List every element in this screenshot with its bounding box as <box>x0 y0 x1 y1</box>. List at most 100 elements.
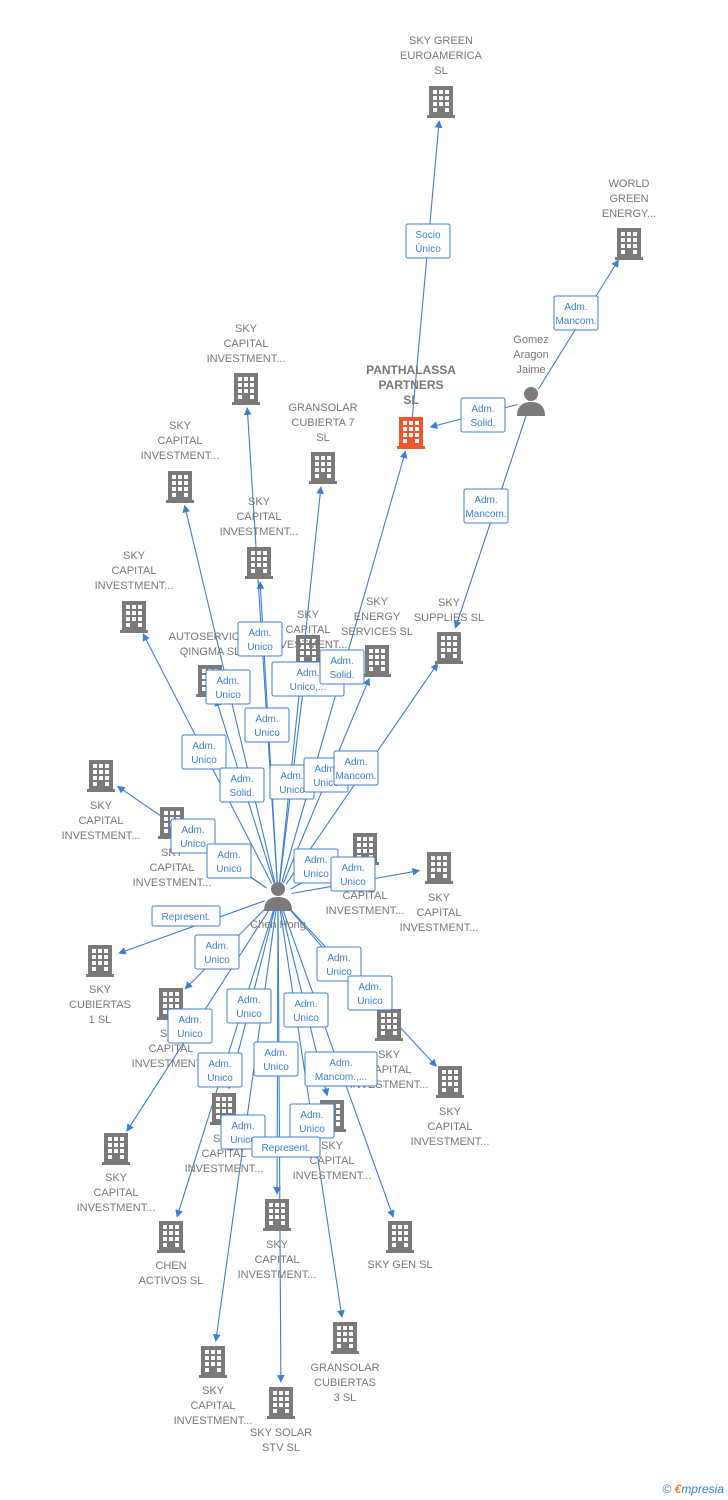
node-label: INVESTMENT... <box>220 526 299 538</box>
node-label: SKY <box>366 596 389 608</box>
edge-label-text: Adm. <box>216 676 239 687</box>
node-label: GREEN <box>609 193 648 205</box>
edge-label-chen-gransolar3: Adm.Unico <box>289 1103 335 1139</box>
node-label: INVESTMENT... <box>326 905 405 917</box>
edge-label-text: Adm. <box>471 404 494 415</box>
edge-label-text: Mancom. <box>555 316 596 327</box>
edge-label-text: Adm. <box>329 1058 352 1069</box>
node-label: Chen Hong <box>250 919 306 931</box>
edge-label-chen-sky_cap_4: Adm.Unico <box>181 734 227 770</box>
building-icon <box>245 547 273 579</box>
building-icon <box>120 601 148 633</box>
node-sky_cap_4[interactable]: SKYCAPITALINVESTMENT... <box>95 550 174 633</box>
building-icon <box>386 1221 414 1253</box>
edge-label-text: Solid. <box>329 670 354 681</box>
node-label: SKY <box>439 1106 462 1118</box>
node-label: EUROAMERICA <box>400 50 483 62</box>
node-label: SKY <box>235 323 258 335</box>
edge-label-text: Mancom. <box>335 771 376 782</box>
edge-label-chen-sky_cap_6: Adm.Unico <box>170 818 216 854</box>
node-label: CAPITAL <box>285 624 330 636</box>
node-sky_cap_1[interactable]: SKYCAPITALINVESTMENT... <box>207 323 286 405</box>
node-label: CAPITAL <box>93 1187 138 1199</box>
node-sky_cap_5[interactable]: SKYCAPITALINVESTMENT... <box>269 609 348 667</box>
node-sky_cap_13[interactable]: SKYCAPITALINVESTMENT... <box>77 1133 156 1214</box>
edge-label-text: Adm. <box>255 714 278 725</box>
edge-label-text: Unico <box>215 690 241 701</box>
building-icon <box>86 945 114 977</box>
edge-label-chen-autoservicio: Adm.Solid. <box>219 767 265 803</box>
node-label: CHEN <box>155 1260 186 1272</box>
node-label: INVESTMENT... <box>411 1136 490 1148</box>
node-label: Aragon <box>513 349 548 361</box>
edge-label-text: Unico <box>263 1062 289 1073</box>
node-label: CAPITAL <box>223 338 268 350</box>
edge-label-text: Adm. <box>280 771 303 782</box>
node-sky_cap_6[interactable]: SKYCAPITALINVESTMENT... <box>62 760 141 842</box>
node-sky_cap_16[interactable]: SKYCAPITALINVESTMENT... <box>238 1199 317 1281</box>
node-label: SKY <box>89 984 112 996</box>
edge-label-text: Adm. <box>294 999 317 1010</box>
node-sky_cap_12[interactable]: SKYCAPITALINVESTMENT... <box>411 1066 490 1148</box>
node-label: CUBIERTA 7 <box>291 417 354 429</box>
edge-label-chen-sky_cap_8: Adm.Unico <box>293 848 339 884</box>
edge-label-text: Unico <box>313 778 339 789</box>
edge-label-text: Solid. <box>470 418 495 429</box>
node-label: CAPITAL <box>190 1400 235 1412</box>
node-sky_cap_17[interactable]: SKYCAPITALINVESTMENT... <box>174 1346 253 1427</box>
person-icon <box>264 882 292 911</box>
building-icon <box>331 1322 359 1354</box>
node-label: SKY <box>266 1239 289 1251</box>
node-label: GRANSOLAR <box>310 1362 379 1374</box>
node-label: SL <box>434 65 447 77</box>
building-icon <box>102 1133 130 1165</box>
node-chen[interactable]: Chen Hong <box>250 882 306 931</box>
edge-label-text: Unico <box>216 864 242 875</box>
node-label: INVESTMENT... <box>238 1269 317 1281</box>
node-sky_cap_9[interactable]: SKYCAPITALINVESTMENT... <box>400 852 479 934</box>
node-sky_cap_2[interactable]: SKYCAPITALINVESTMENT... <box>141 420 220 503</box>
node-label: CAPITAL <box>78 815 123 827</box>
node-sky_gen[interactable]: SKY GEN SL <box>367 1221 433 1271</box>
node-label: SKY <box>105 1172 128 1184</box>
edge-label-text: Mancom. <box>465 509 506 520</box>
edge-label-text: Adm. <box>181 825 204 836</box>
node-label: PANTHALASSA <box>366 363 456 377</box>
building-icon <box>427 86 455 118</box>
edge-label-text: Adm. <box>296 668 319 679</box>
node-label: INVESTMENT... <box>293 1170 372 1182</box>
building-icon <box>87 760 115 792</box>
node-sky_cap_10[interactable]: SKYCAPITALINVESTMENT... <box>132 988 211 1070</box>
copyright-icon: © <box>662 1482 672 1496</box>
node-label: SKY <box>378 1049 401 1061</box>
building-icon <box>397 417 425 449</box>
edge-label-chen-sky_cap_3: Adm.Unico <box>244 707 290 743</box>
edge-label-text: Adm. <box>248 628 271 639</box>
edge-label-text: Adm. <box>564 302 587 313</box>
edge-label-text: Adm. <box>358 982 381 993</box>
node-label: CAPITAL <box>111 565 156 577</box>
edge-label-text: Adm. <box>330 656 353 667</box>
node-sky_cap_15[interactable]: SKYCAPITALINVESTMENT... <box>293 1100 372 1182</box>
node-label: SKY <box>297 609 320 621</box>
node-label: SKY GEN SL <box>367 1259 432 1271</box>
edge-label-text: Unico <box>357 996 383 1007</box>
building-icon <box>425 852 453 884</box>
node-label: Jaime <box>516 364 545 376</box>
node-sky_cap_3[interactable]: SKYCAPITALINVESTMENT... <box>220 496 299 579</box>
building-icon <box>157 1221 185 1253</box>
node-world_green[interactable]: WORLDGREENENERGY... <box>602 178 656 260</box>
edge-label-text: Unico <box>247 642 273 653</box>
edge-label-text: Adm. <box>237 995 260 1006</box>
